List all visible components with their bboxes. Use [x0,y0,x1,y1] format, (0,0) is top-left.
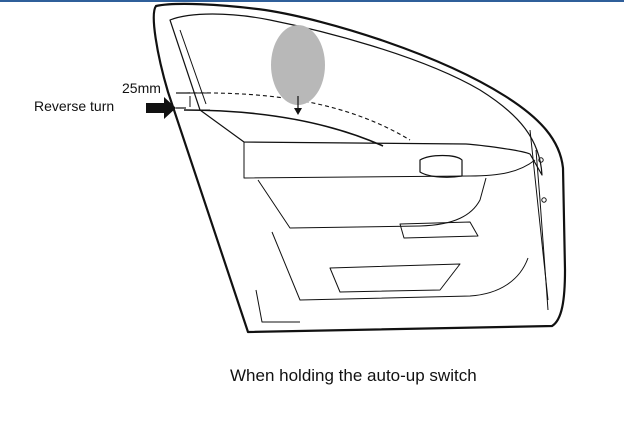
reverse-turn-label: Reverse turn [34,98,115,114]
down-arrow-icon [294,108,302,115]
gap-dimension-label: 25mm [122,80,161,96]
window-inner-frame [179,29,207,105]
door-armrest [257,177,487,229]
switch-panel [399,221,479,239]
top-accent-bar [0,0,624,2]
diagram-caption: When holding the auto-up switch [230,366,477,385]
glass-edge-line [183,109,384,147]
reverse-arrow-icon [146,97,176,119]
door-handle [419,154,463,178]
head-shadow [271,25,325,105]
window-frame [169,13,543,176]
door-lower-trim [255,199,549,323]
door-outline [152,2,567,334]
door-pocket-inner [329,263,461,293]
door-hinge-side [529,129,549,301]
door-pocket [271,231,529,301]
door-panel-upper [243,142,536,179]
